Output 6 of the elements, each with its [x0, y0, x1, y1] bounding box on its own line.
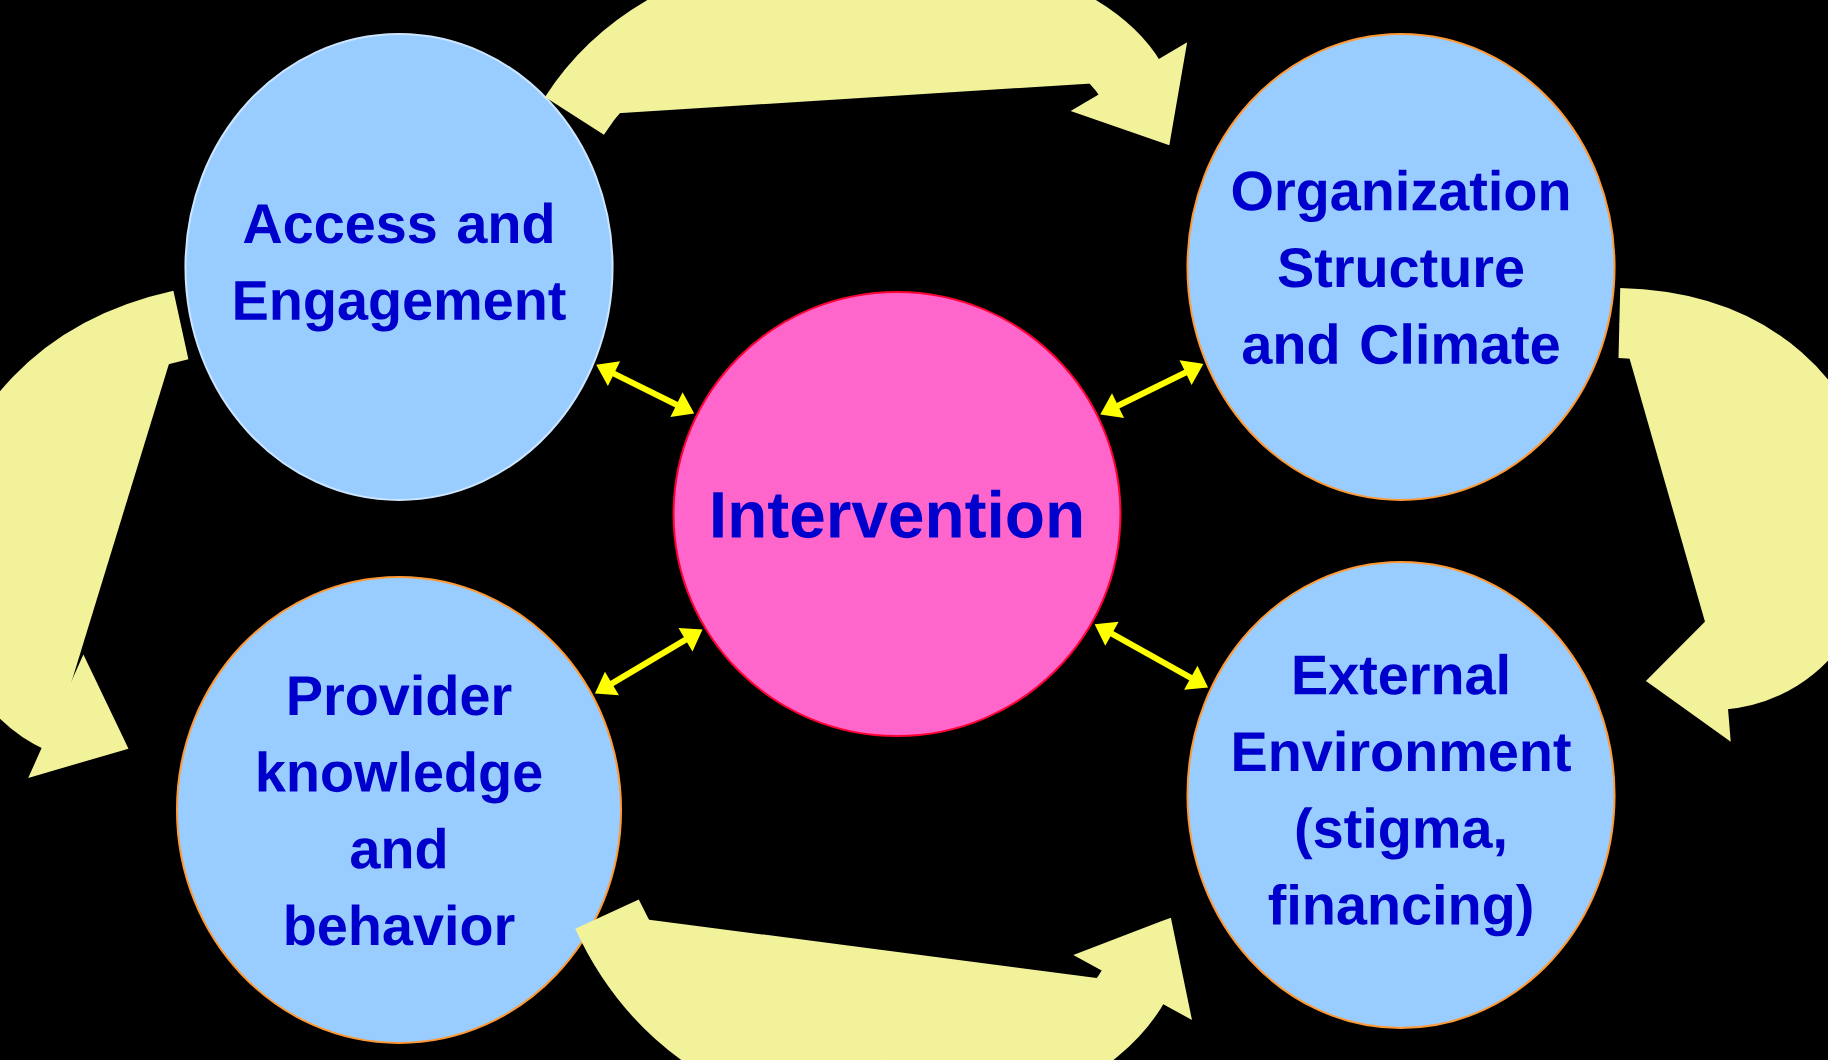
circle-node: External Environment (stigma, financing)	[1186, 561, 1616, 1029]
circle-node: Organization Structure and Climate	[1186, 33, 1616, 501]
circle-node: Intervention	[672, 291, 1122, 737]
curved-arrow	[1615, 288, 1828, 742]
circle-node: Provider knowledge and behavior	[175, 576, 623, 1044]
circle-node: Access and Engagement	[184, 33, 614, 501]
